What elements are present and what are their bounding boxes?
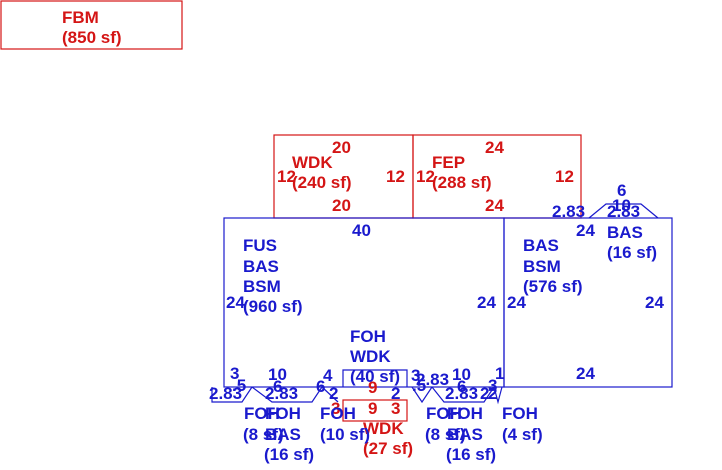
bottom-dim-b9: 2 xyxy=(480,384,489,403)
bay-dim-right: 2.83 xyxy=(607,202,640,221)
bsm-right-box xyxy=(503,217,673,388)
wdk-top-dim-left: 12 xyxy=(277,167,296,186)
fbm-box xyxy=(0,0,183,50)
wdk-small-box xyxy=(342,399,408,422)
bottom-dim-a1: 3 xyxy=(230,364,239,383)
bottom-dim-b1: .5 xyxy=(412,376,426,395)
bottom-dim-b6: 2 xyxy=(488,384,497,403)
bottom-dim-a2: .5 xyxy=(232,376,246,395)
wdk-top-dim-top: 20 xyxy=(332,138,351,157)
foh-4-code: FOH xyxy=(426,404,462,423)
main-dim-top: 40 xyxy=(352,221,371,240)
fep-dim-left: 12 xyxy=(416,167,435,186)
bottom-dim-a9: 2 xyxy=(391,384,400,403)
wdk-top-area: (240 sf) xyxy=(292,173,352,192)
wdk-small-area: (27 sf) xyxy=(363,439,413,458)
bay-window-left-outline xyxy=(211,386,339,403)
bottom-dim-a3: 2.83 xyxy=(209,384,242,403)
bsm-right-area: (576 sf) xyxy=(523,277,583,296)
foh-6-area: (4 sf) xyxy=(502,425,543,444)
foh-wdk-label-1: FOH xyxy=(350,327,386,346)
foh-wdk-dim-right: 3 xyxy=(411,366,420,385)
main-dim-left: 24 xyxy=(226,293,245,312)
bay-window-right-outline xyxy=(411,386,503,405)
main-label-1: FUS xyxy=(243,236,277,255)
wdk-top-dim-right: 12 xyxy=(386,167,405,186)
wdk-small-dim-mid: 9 xyxy=(368,399,377,418)
wdk-top-dim-bottom: 20 xyxy=(332,196,351,215)
main-label-3: BSM xyxy=(243,277,281,296)
bsm-right-label-1: BAS xyxy=(523,236,559,255)
bas-2-code: BAS xyxy=(447,425,483,444)
bottom-dim-b2: 2.83 xyxy=(416,370,449,389)
bas-2-area: (16 sf) xyxy=(446,445,496,464)
foh-3-area: (10 sf) xyxy=(320,425,370,444)
bay-dim-left: 2.83 xyxy=(552,202,585,221)
bottom-dim-b8: 3 xyxy=(488,376,497,395)
bsm-right-dim-right: 24 xyxy=(645,293,664,312)
wdk-small-code: WDK xyxy=(363,419,404,438)
wdk-small-dim-top: 9 xyxy=(368,378,377,397)
fep-code: FEP xyxy=(432,153,465,172)
foh-wdk-outline xyxy=(342,369,408,387)
bottom-dim-b3: 10 xyxy=(452,365,471,384)
fbm-area: (850 sf) xyxy=(62,28,122,47)
foh-3-code: FOH xyxy=(320,404,356,423)
bottom-dim-a8: 2 xyxy=(329,384,338,403)
bottom-dim-b7: 1 xyxy=(495,364,504,383)
bottom-dim-b4: 6 xyxy=(457,377,466,396)
foh-5-code: FOH xyxy=(447,404,483,423)
bsm-right-dim-top: 24 xyxy=(576,221,595,240)
bay-code: BAS xyxy=(607,223,643,242)
bottom-dim-a7: 6 xyxy=(316,377,325,396)
fep-area: (288 sf) xyxy=(432,173,492,192)
bottom-dim-b5: 2.83 xyxy=(445,384,478,403)
foh-4-area: (8 sf) xyxy=(425,425,466,444)
fep-dim-bottom: 24 xyxy=(485,196,504,215)
wdk-small-dim-right: 3 xyxy=(391,399,400,418)
bottom-dim-a6: 2.83 xyxy=(265,384,298,403)
wdk-small-dim-left: 3 xyxy=(331,399,340,418)
fep-dim-top: 24 xyxy=(485,138,504,157)
foh-6-code: FOH xyxy=(502,404,538,423)
bsm-right-label-2: BSM xyxy=(523,257,561,276)
bottom-dim-a4: 10 xyxy=(268,365,287,384)
fbm-code: FBM xyxy=(62,8,99,27)
main-area: (960 sf) xyxy=(243,297,303,316)
fep-dim-right: 12 xyxy=(555,167,574,186)
bay-dim-mid: 10 xyxy=(612,196,631,215)
bay-outline xyxy=(588,203,659,219)
foh-2-code: FOH xyxy=(265,404,301,423)
foh-1-code: FOH xyxy=(244,404,280,423)
bottom-dim-a5: 6 xyxy=(273,377,282,396)
foh-wdk-dim-left: 4 xyxy=(323,366,333,385)
bas-1-code: BAS xyxy=(265,425,301,444)
bas-1-area: (16 sf) xyxy=(264,445,314,464)
foh-wdk-label-2: WDK xyxy=(350,347,391,366)
foh-wdk-area: (40 sf) xyxy=(350,367,400,386)
foh-1-area: (8 sf) xyxy=(243,425,284,444)
bsm-right-dim-left: 24 xyxy=(507,293,526,312)
bsm-right-dim-bottom: 24 xyxy=(576,364,595,383)
main-dim-right: 24 xyxy=(477,293,496,312)
main-label-2: BAS xyxy=(243,257,279,276)
bay-dim-top: 6 xyxy=(617,181,626,200)
wdk-top-code: WDK xyxy=(292,153,333,172)
bay-area: (16 sf) xyxy=(607,243,657,262)
